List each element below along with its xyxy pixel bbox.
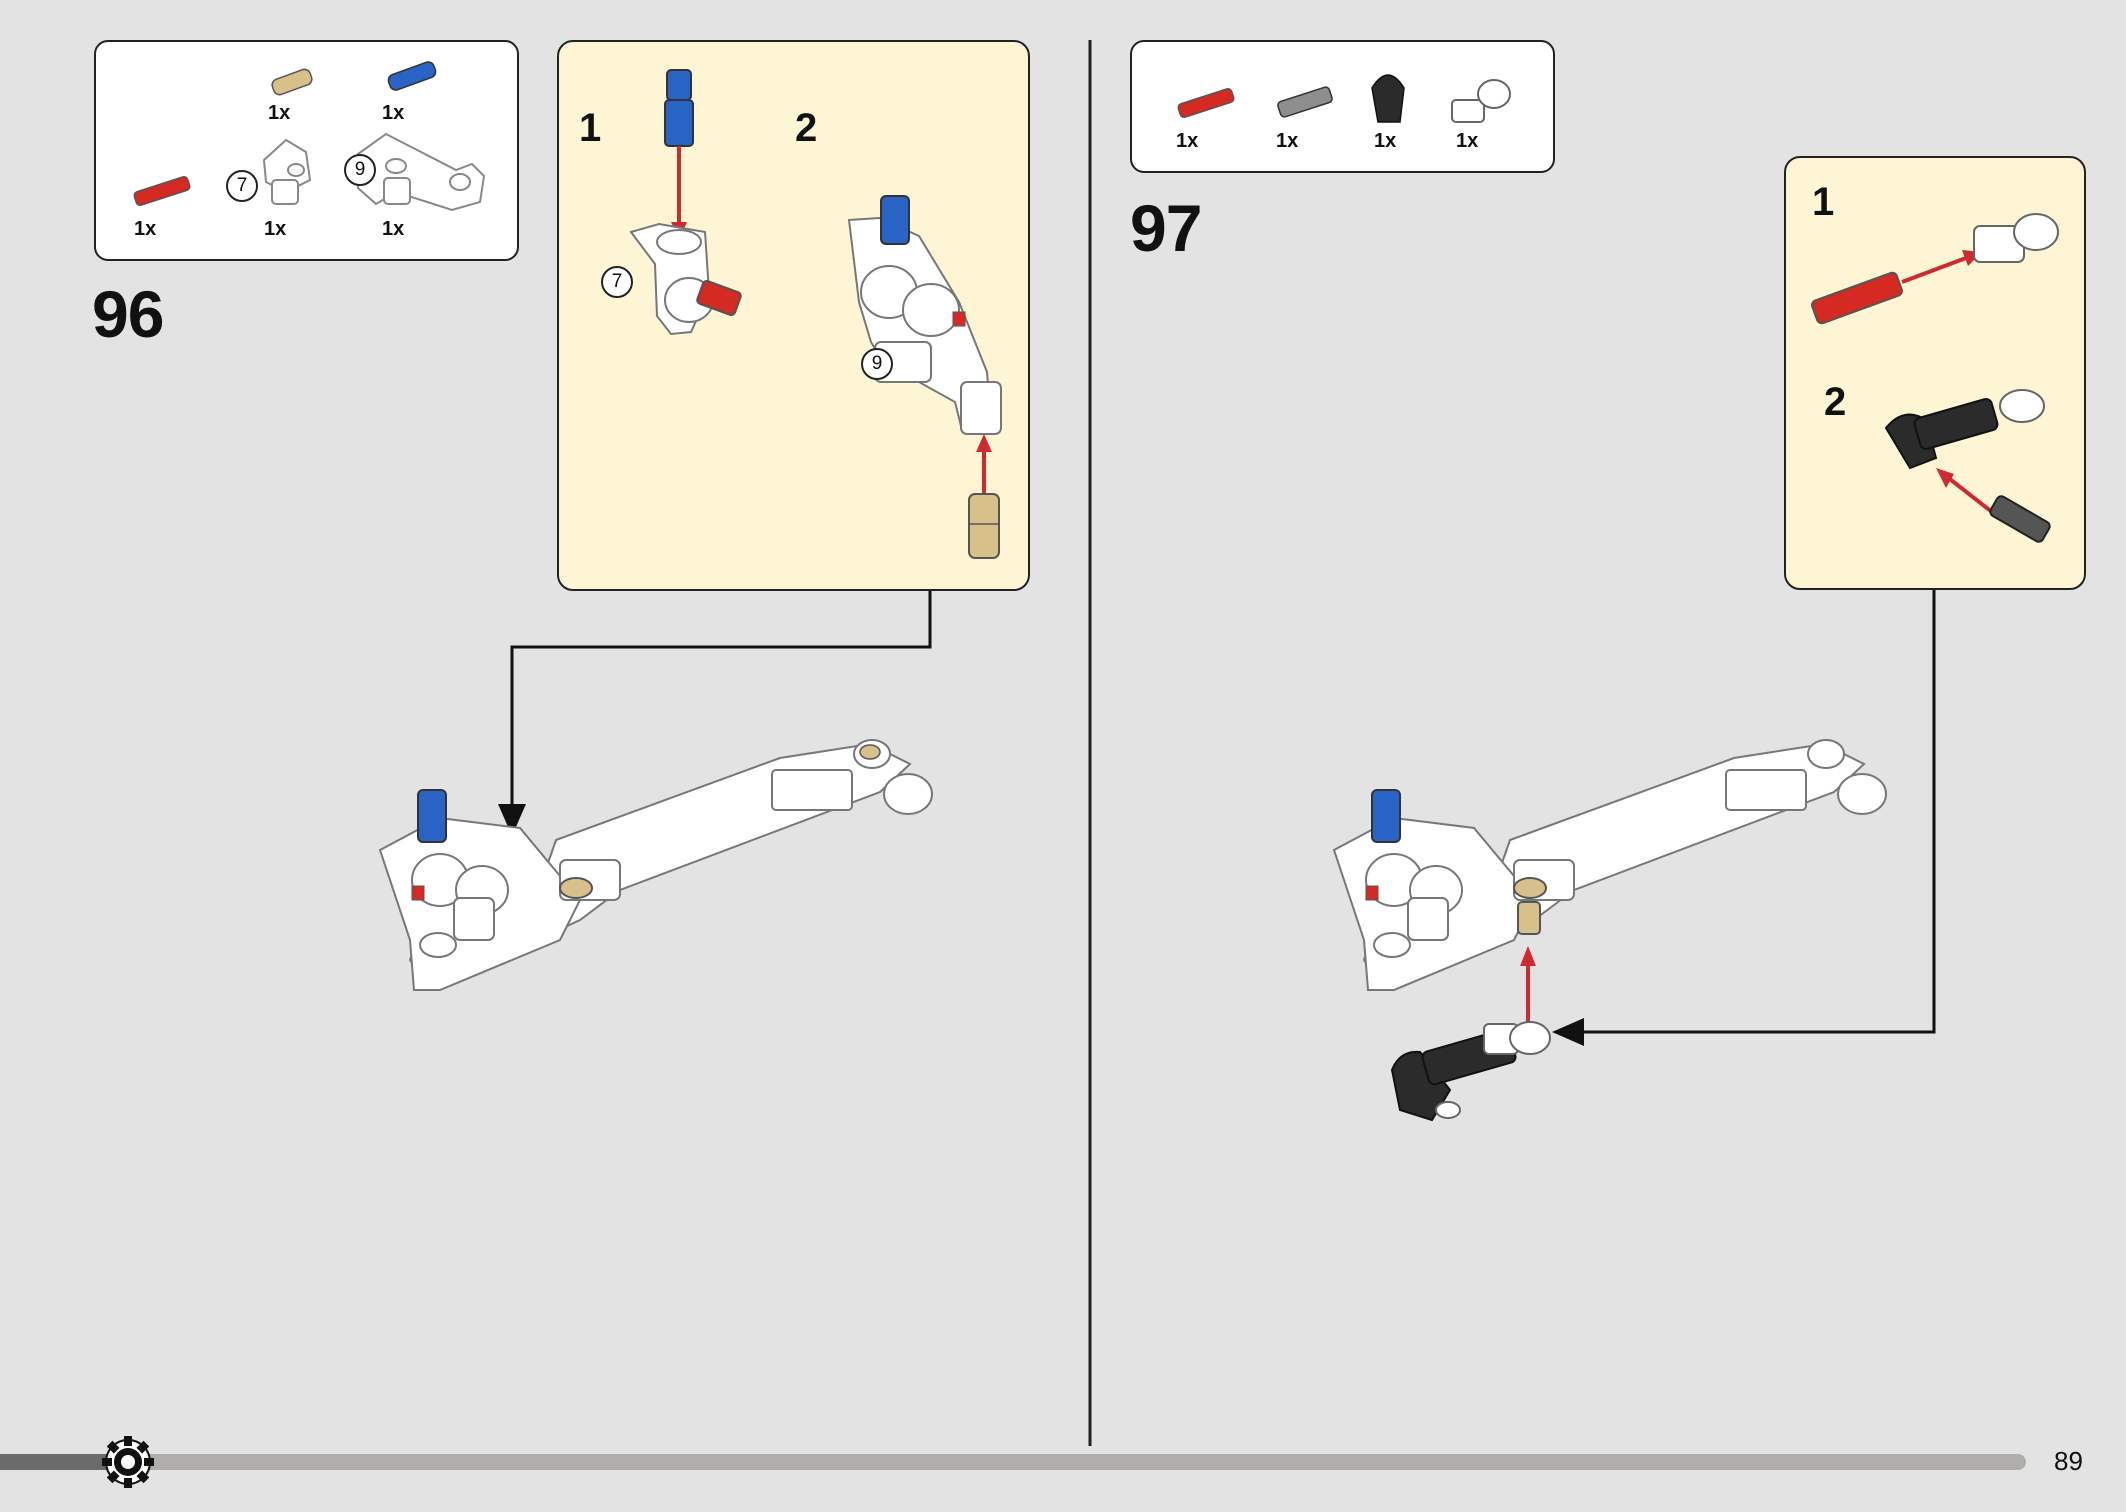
blue-axle-pin-icon [880,195,910,245]
callout-9: 9 [861,348,893,380]
part-qty: 1x [1276,130,1299,152]
part-qty: 1x [134,218,157,240]
white-ball-socket-icon [1451,79,1511,123]
gear-icon [102,1436,154,1488]
substep-number: 1 [579,106,602,150]
black-angle-connector-icon [1371,74,1405,123]
tan-connector-pin-icon [271,68,313,96]
part-qty: 1x [1374,130,1397,152]
step97-parts-list: 1x 1x 1x 1x [1130,40,1555,173]
blue-axle-pin-icon [387,61,437,91]
grey-axle-connector-icon [1277,86,1333,118]
part-qty: 1x [382,218,405,240]
step97-parts-art [1177,74,1511,123]
step96-parts-list: 1x 1x 1x 1x 1x 7 9 [94,40,519,261]
blue-axle-pin-icon [664,69,694,147]
arrow-head [1552,1018,1584,1046]
red-axle-icon [411,885,425,901]
part-qty: 1x [382,102,405,124]
white-connector-7-icon [262,138,312,205]
callout-7: 7 [601,266,633,298]
grey-axle-connector-icon [1989,495,2051,543]
white-ball-socket-icon [1483,1021,1551,1055]
part-qty: 1x [1176,130,1199,152]
arm-assembly-97 [1332,739,1887,992]
red-axle-icon [133,175,191,207]
substep-number: 1 [1812,180,1835,224]
arm-assembly-96 [378,739,933,992]
blue-axle-pin-icon [1371,789,1401,843]
tan-connector-pin-icon [968,493,1000,559]
red-axle-icon [1811,271,1903,325]
progress-bar-fill [0,1454,128,1470]
white-ball-socket-icon [1973,213,2059,263]
substep-number: 2 [1824,380,1847,424]
arrow-head [498,804,526,836]
step96-parts-art [133,61,486,212]
connector-line [510,591,932,810]
step-number-97: 97 [1130,191,1202,265]
red-axle-icon [1365,885,1379,901]
page-number: 89 [2054,1446,2083,1476]
red-axle-icon [696,280,742,316]
insert-arrow [1901,256,1967,284]
blue-axle-pin-icon [417,789,447,843]
progress-bar-track [0,1454,2026,1470]
insert-arrow [1944,474,1994,514]
step96-subassembly: 1 2 7 9 [557,40,1030,591]
part-qty: 1x [1456,130,1479,152]
part-qty: 1x [268,102,291,124]
black-angle-connector-icon [1884,398,1999,470]
white-panel-9-icon [357,132,486,212]
white-ball-socket-icon [1999,389,2045,423]
callout-7: 7 [226,170,258,202]
step97-subassembly: 1 2 [1784,156,2086,590]
step96-subassembly-art [629,69,1002,559]
step-number-96: 96 [92,277,164,351]
callout-9: 9 [344,154,376,186]
white-panel-9-icon [847,216,1002,435]
step97-subassembly-art [1811,213,2059,543]
white-connector-7-icon [629,222,714,336]
connector-line [1580,590,1936,1034]
red-axle-icon [1177,87,1235,119]
substep-number: 2 [795,106,818,150]
tan-connector-pin-icon [1513,877,1547,899]
part-qty: 1x [264,218,287,240]
tan-connector-pin-icon [559,877,593,899]
